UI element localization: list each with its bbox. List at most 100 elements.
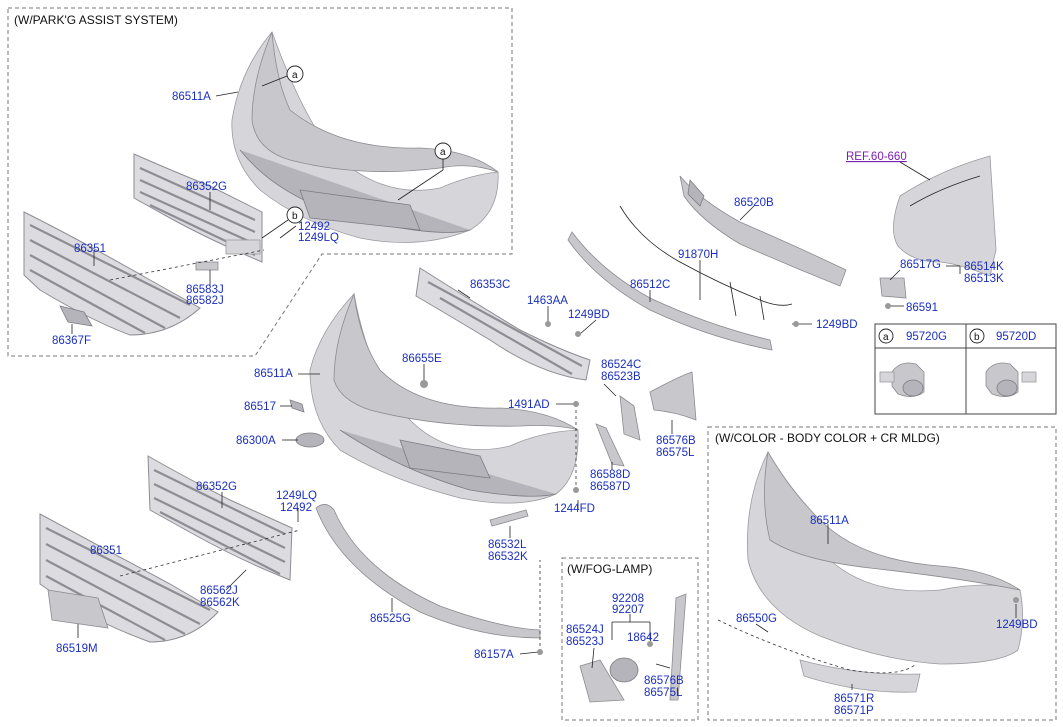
part-86576b-fog[interactable]: 86576B — [644, 675, 684, 687]
bracket-86583j — [195, 239, 261, 271]
sensor-b-marker: b — [974, 332, 980, 343]
part-1491ad[interactable]: 1491AD — [508, 399, 550, 411]
part-86588d[interactable]: 86588D — [590, 469, 630, 481]
fasteners — [420, 303, 1019, 655]
part-1249lq-bot[interactable]: 1249LQ — [276, 490, 317, 502]
part-86351-bot[interactable]: 86351 — [90, 545, 122, 557]
part-86512c[interactable]: 86512C — [630, 279, 670, 291]
part-86582j[interactable]: 86582J — [186, 295, 224, 307]
radiator-grille-top — [23, 211, 201, 336]
callout-a-2: a — [397, 142, 452, 201]
part-86524c[interactable]: 86524C — [601, 359, 641, 371]
part-86532l[interactable]: 86532L — [488, 539, 527, 551]
part-86571r[interactable]: 86571R — [834, 693, 874, 705]
part-86532k[interactable]: 86532K — [488, 551, 528, 563]
part-86562k[interactable]: 86562K — [200, 597, 240, 609]
part-86517[interactable]: 86517 — [244, 401, 276, 413]
svg-text:a: a — [292, 70, 298, 81]
part-86655e[interactable]: 86655E — [402, 353, 442, 365]
part-86523b[interactable]: 86523B — [601, 371, 641, 383]
part-1244fd[interactable]: 1244FD — [554, 503, 595, 515]
part-12492-bot[interactable]: 12492 — [280, 502, 312, 514]
part-1249bd-right[interactable]: 1249BD — [816, 319, 858, 331]
sensor-a-marker-circle — [878, 328, 894, 344]
grille-upper-mid — [147, 455, 293, 581]
part-86576b-mid[interactable]: 86576B — [656, 435, 696, 447]
part-86352g-bot[interactable]: 86352G — [196, 481, 237, 493]
part-86300a[interactable]: 86300A — [236, 435, 276, 447]
fog-lamp-panel-title: (W/FOG-LAMP) — [567, 562, 652, 576]
fog-lamp-panel: (W/FOG-LAMP) — [561, 557, 699, 721]
front-lip-86525g — [315, 504, 541, 639]
part-86351-top[interactable]: 86351 — [74, 243, 106, 255]
sensor-a-marker: a — [883, 332, 889, 343]
part-86353c[interactable]: 86353C — [470, 279, 510, 291]
bracket-86532l — [489, 509, 529, 527]
part-86575l-mid[interactable]: 86575L — [656, 447, 695, 459]
lip-86571r — [799, 659, 921, 693]
parking-sensor-a — [879, 362, 925, 397]
part-86523j[interactable]: 86523J — [566, 636, 604, 648]
ref-fender-link[interactable]: REF.60-660 — [846, 151, 907, 163]
part-12492-top[interactable]: 12492 — [298, 221, 330, 233]
license-plate-bracket — [47, 589, 109, 629]
wiring-91870h — [619, 205, 793, 321]
part-18642[interactable]: 18642 — [627, 632, 659, 644]
body-color-panel-title: (W/COLOR - BODY COLOR + CR MLDG) — [715, 431, 940, 445]
park-assist-panel: (W/PARK'G ASSIST SYSTEM) — [7, 7, 513, 357]
part-86511a-top[interactable]: 86511A — [172, 91, 211, 103]
part-86524j[interactable]: 86524J — [566, 624, 604, 636]
part-86587d[interactable]: 86587D — [590, 481, 630, 493]
bracket-86524c — [595, 395, 641, 467]
part-86519m[interactable]: 86519M — [56, 643, 98, 655]
part-86571p[interactable]: 86571P — [834, 705, 874, 717]
bracket-86517g — [879, 277, 907, 299]
part-86525g[interactable]: 86525G — [370, 613, 411, 625]
part-86514k[interactable]: 86514K — [964, 261, 1004, 273]
molding-86550g — [717, 619, 917, 674]
fog-lamp-parts — [579, 593, 687, 703]
part-92208[interactable]: 92208 — [612, 593, 644, 605]
callout-b: b — [261, 206, 304, 239]
svg-text:b: b — [292, 211, 298, 222]
grille-86353c — [415, 267, 591, 381]
part-labels: REF.60-660 86511A 86352G 12492 1249LQ 86… — [52, 91, 1038, 717]
part-86550g[interactable]: 86550G — [736, 613, 777, 625]
part-1463aa[interactable]: 1463AA — [527, 295, 568, 307]
part-86583j[interactable]: 86583J — [186, 284, 224, 296]
part-86591[interactable]: 86591 — [906, 302, 938, 314]
part-86517g[interactable]: 86517G — [900, 259, 941, 271]
absorber-86520b — [679, 175, 847, 287]
part-86352g-top[interactable]: 86352G — [186, 181, 227, 193]
bumper-cover-right — [747, 450, 1023, 665]
part-86157a[interactable]: 86157A — [474, 649, 514, 661]
sensor-b-marker-circle — [969, 328, 985, 344]
part-91870h[interactable]: 91870H — [678, 249, 718, 261]
callout-a-1: a — [261, 65, 304, 87]
part-86511a-right[interactable]: 86511A — [810, 515, 849, 527]
part-86511a-mid[interactable]: 86511A — [254, 368, 293, 380]
part-1249bd-far[interactable]: 1249BD — [996, 619, 1038, 631]
park-assist-panel-title: (W/PARK'G ASSIST SYSTEM) — [14, 13, 178, 27]
bracket-86367f — [59, 305, 93, 327]
sensor-box: a 95720G b 95720D — [874, 323, 1057, 415]
part-1249bd-mid[interactable]: 1249BD — [568, 309, 610, 321]
part-1249lq-top[interactable]: 1249LQ — [298, 232, 339, 244]
fender-ref — [893, 155, 997, 277]
bracket-86576b-mid — [649, 371, 697, 421]
part-86520b[interactable]: 86520B — [734, 197, 774, 209]
reinforcement-86512c — [567, 231, 773, 351]
sensor-a-part-number[interactable]: 95720G — [906, 331, 947, 343]
part-92207[interactable]: 92207 — [612, 604, 644, 616]
svg-text:a: a — [440, 147, 446, 158]
part-86513k[interactable]: 86513K — [964, 273, 1004, 285]
emblem-86300a — [295, 432, 325, 448]
part-86575l-fog[interactable]: 86575L — [644, 687, 683, 699]
parking-sensor-b — [985, 362, 1037, 397]
sensor-b-part-number[interactable]: 95720D — [996, 331, 1036, 343]
part-86367f[interactable]: 86367F — [52, 335, 91, 347]
part-86562j[interactable]: 86562J — [200, 585, 238, 597]
front-bumper-cover-top — [231, 31, 499, 243]
front-bumper-cover-mid — [309, 292, 579, 504]
